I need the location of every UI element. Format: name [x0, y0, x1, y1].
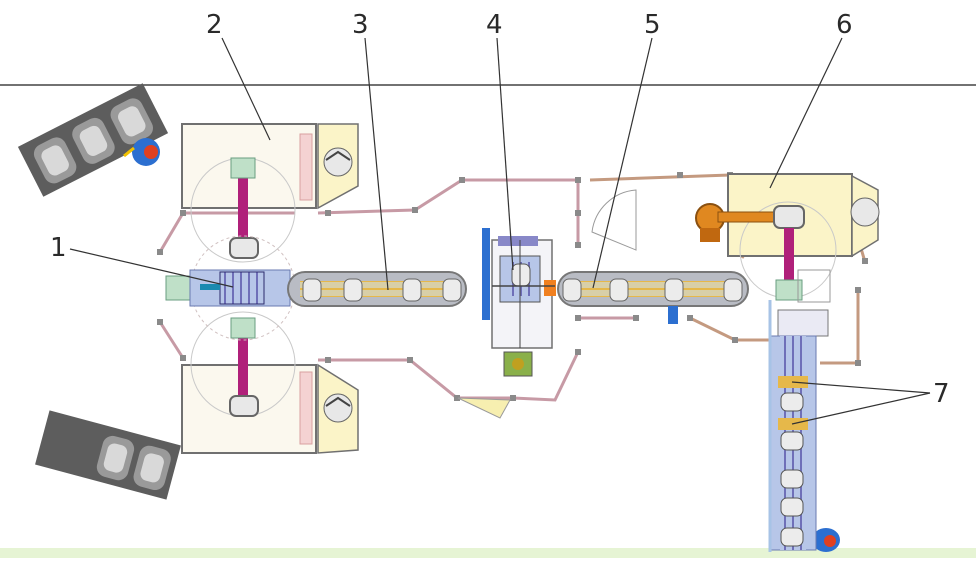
pallet-rack-bottom-left: [35, 410, 181, 500]
cell-6-stack: [775, 279, 803, 301]
callout-3: 3: [352, 10, 369, 40]
loading-station-bar: [200, 284, 220, 290]
cell-6-fixture: [773, 205, 805, 229]
station-4-machine: [482, 228, 556, 377]
cell-lower-transfer: [238, 335, 248, 397]
cell-lower-fixture: [229, 395, 259, 417]
operator-bottom-right: [812, 528, 840, 552]
swing-zone-top: [591, 189, 637, 251]
callout-1: 1: [50, 233, 67, 263]
cell-2-transfer: [238, 176, 248, 238]
leader-lines: [69, 37, 931, 425]
cell-6-transfer: [784, 228, 794, 280]
outfeed-header: [777, 309, 829, 337]
pallet-rack-top-left: [17, 83, 169, 197]
callout-6: 6: [836, 10, 853, 40]
cell-lower-stack: [230, 317, 256, 339]
cell-6-robot-arm: [695, 203, 775, 242]
conveyor-3: [287, 271, 467, 307]
callout-5: 5: [644, 10, 661, 40]
cell-2-fixture: [229, 237, 259, 259]
callout-4: 4: [486, 10, 503, 40]
operator-top-left: [123, 138, 160, 166]
conveyor-7: [769, 335, 817, 551]
swing-zone-bottom: [457, 397, 511, 419]
cell-6-side-frame: [797, 269, 831, 303]
rail-posts: [157, 172, 868, 401]
callout-7: 7: [933, 379, 950, 409]
callout-2: 2: [206, 10, 223, 40]
conveyor-5: [557, 271, 749, 307]
floor-band: [0, 548, 976, 558]
conveyor-5-blue-unit: [668, 306, 678, 324]
loading-side-block: [165, 275, 191, 301]
cell-2-stack: [230, 157, 256, 179]
loading-station-core: [219, 271, 265, 305]
